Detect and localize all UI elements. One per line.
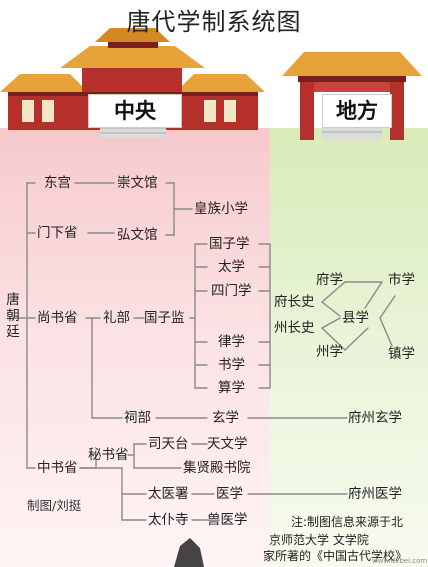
- node-shuxue: 书学: [218, 357, 245, 373]
- node-huangzu: 皇族小学: [194, 201, 248, 217]
- node-shangshu: 尚书省: [37, 310, 78, 326]
- diagram-title: 唐代学制系统图: [126, 8, 302, 36]
- central-section-label: 中央: [88, 94, 182, 128]
- decorative-rock-shape: [174, 538, 204, 567]
- node-fuzhou-yixue: 府州医学: [348, 486, 402, 502]
- source-note-line2: 京师范大学 文学院: [269, 533, 369, 547]
- node-taixue: 太学: [218, 259, 245, 275]
- node-zhongshu: 中书省: [37, 460, 78, 476]
- node-zhenxue: 镇学: [388, 346, 415, 362]
- node-sitiantai: 司天台: [148, 436, 189, 452]
- node-taipu: 太仆寺: [148, 512, 189, 528]
- node-lvxue: 律学: [218, 334, 245, 350]
- node-guozixue: 国子学: [209, 236, 250, 252]
- node-menxia: 门下省: [37, 225, 78, 241]
- node-zhouxue: 州学: [316, 344, 343, 360]
- node-yixue: 医学: [216, 486, 243, 502]
- local-section-label: 地方: [322, 94, 392, 128]
- node-cibu: 祠部: [124, 410, 151, 426]
- credit-text: 制图/刘挺: [27, 498, 82, 513]
- node-zhouzhangshi: 州长史: [274, 320, 315, 336]
- node-xianxue: 县学: [342, 310, 369, 326]
- node-hongwen: 弘文馆: [117, 227, 158, 243]
- node-tang-court: 唐朝廷: [6, 292, 20, 340]
- node-shouyi: 兽医学: [207, 512, 248, 528]
- source-note-line1: 注:制图信息来源于北: [291, 515, 404, 529]
- node-simen: 四门学: [211, 283, 252, 299]
- node-fuzhou-xuanxue: 府州玄学: [348, 410, 402, 426]
- node-libu: 礼部: [103, 310, 130, 326]
- node-tianwen: 天文学: [207, 436, 248, 452]
- node-donggong: 东宫: [44, 175, 71, 191]
- local-gate-illustration: [282, 52, 422, 140]
- node-guozijian: 国子监: [144, 310, 185, 326]
- node-mishu: 秘书省: [88, 447, 129, 463]
- node-fuzhangshi: 府长史: [274, 294, 315, 310]
- node-suanxue: 算学: [218, 380, 245, 396]
- node-xuanxue: 玄学: [212, 410, 239, 426]
- node-shixue: 市学: [388, 272, 415, 288]
- source-note-line3: 家所著的《中国古代学校》: [263, 549, 408, 563]
- node-taiyi: 太医署: [148, 486, 189, 502]
- watermark: www.dxbei.com: [372, 557, 428, 565]
- central-palace-illustration: [0, 28, 265, 138]
- node-fuxue: 府学: [316, 272, 343, 288]
- node-chongwen: 崇文馆: [117, 175, 158, 191]
- node-jixian: 集贤殿书院: [183, 460, 251, 476]
